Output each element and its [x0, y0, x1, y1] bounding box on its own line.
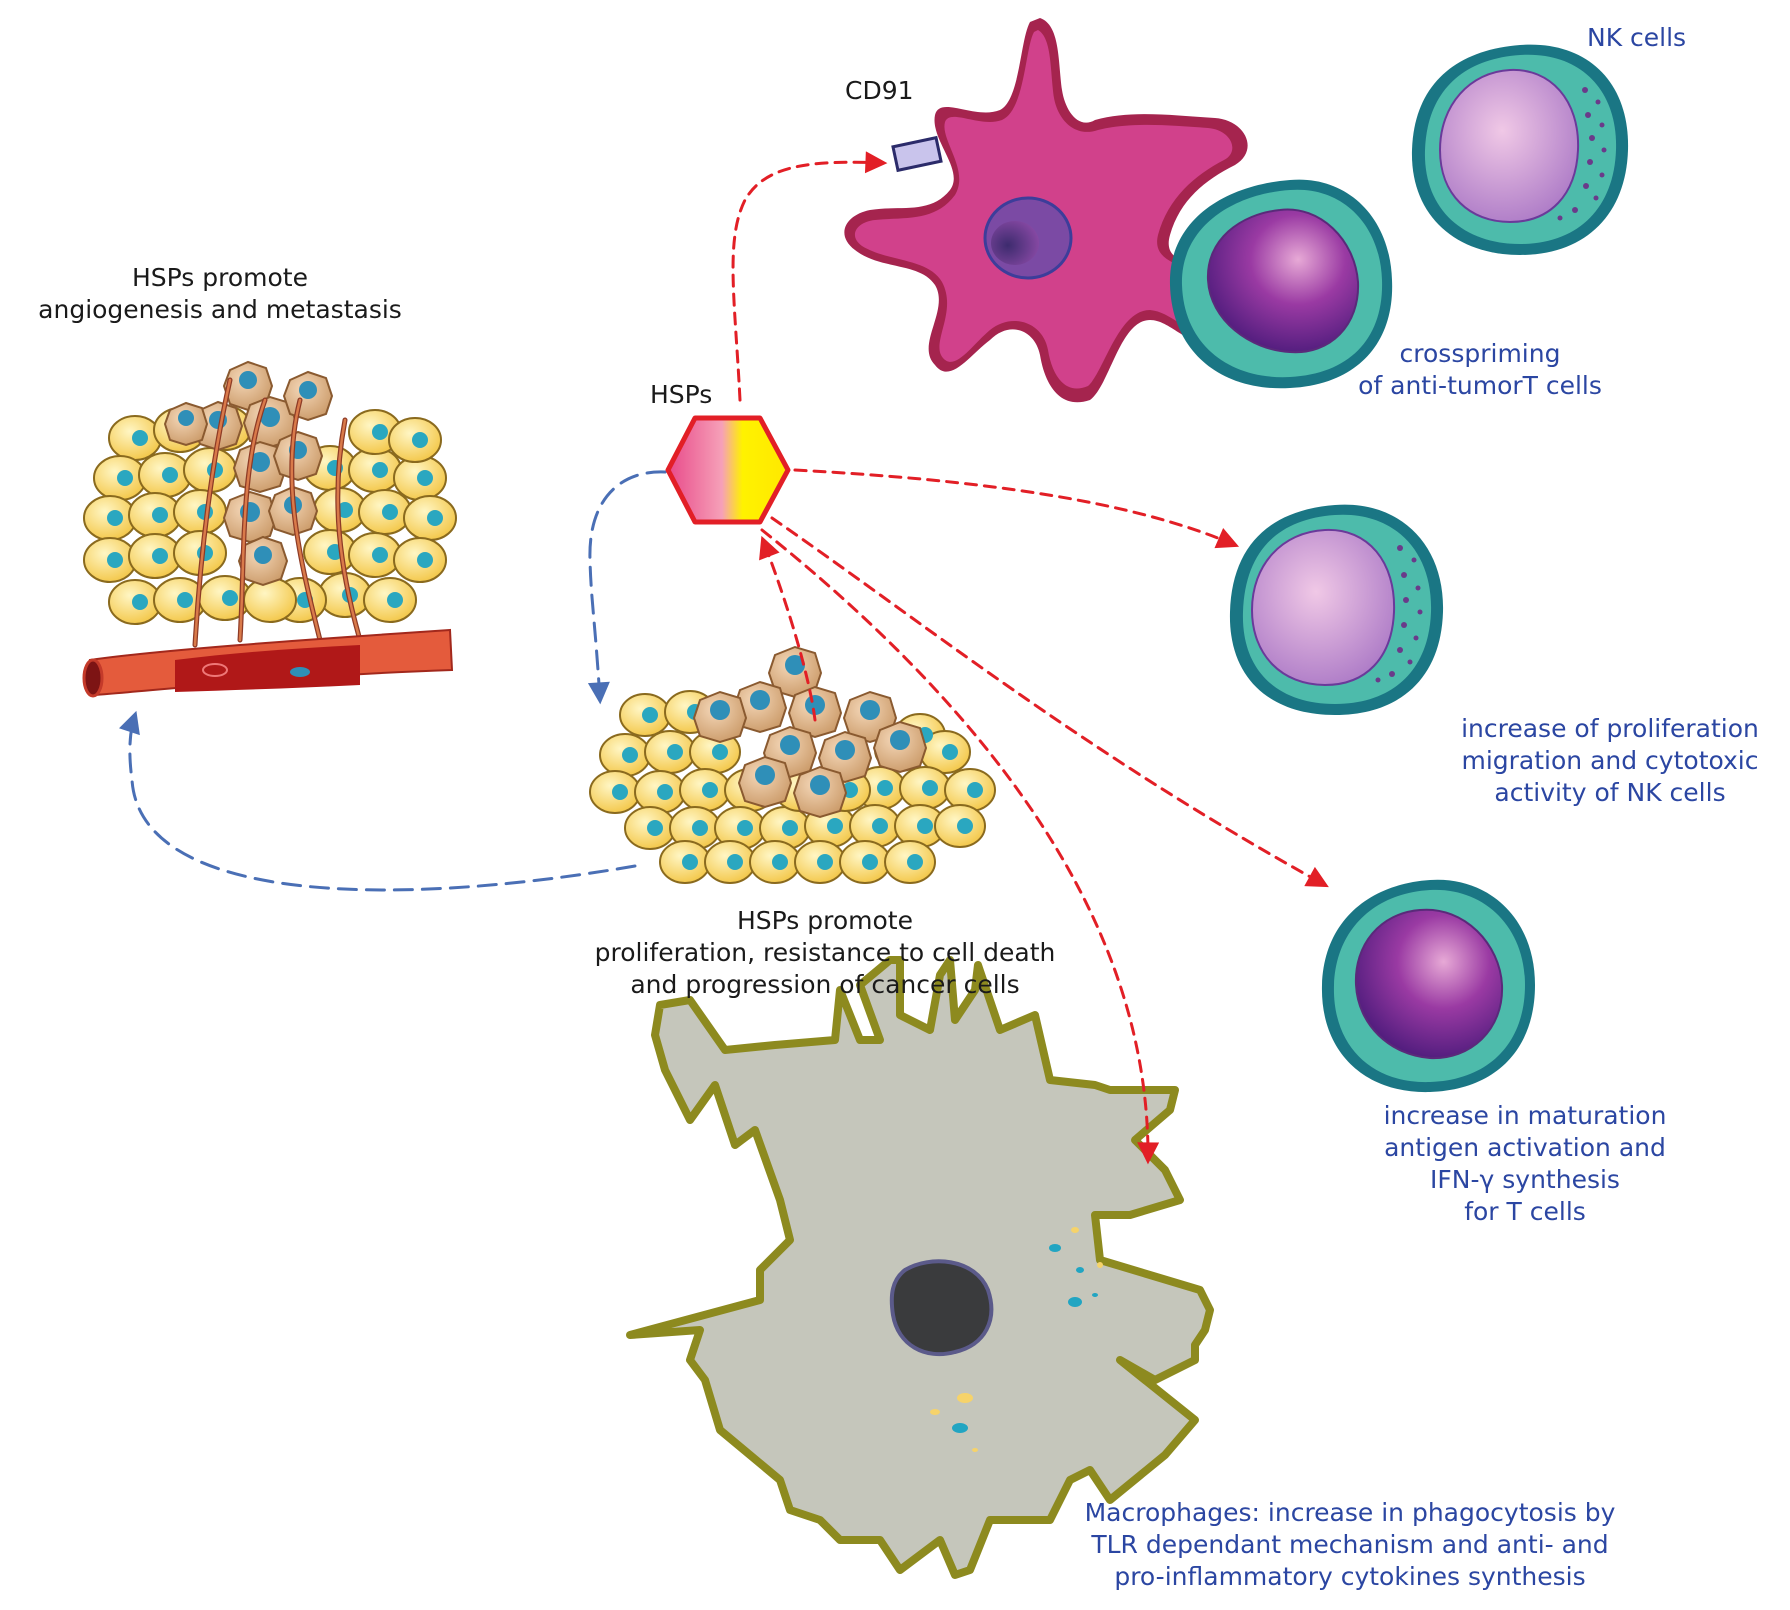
tumor-angiogenesis-icon: [82, 360, 457, 698]
arrow-to-t-cell: [770, 516, 1329, 888]
t-cell-icon: [1169, 179, 1393, 389]
arrow-to-tumor-mass: [119, 710, 637, 892]
blue-arrows: [119, 470, 667, 892]
arrow-to-macrophage: [760, 528, 1160, 1165]
arrow-from-cancer-cells: [759, 535, 817, 722]
crosspriming-caption-line: crosspriming: [1399, 339, 1561, 368]
macrophage-caption-line: TLR dependant mechanism and anti- and: [1091, 1530, 1609, 1559]
proliferation-caption-line: and progression of cancer cells: [630, 970, 1020, 999]
t-cell-caption: increase in maturation antigen activatio…: [1355, 1100, 1695, 1228]
nk-activity-caption: increase of proliferation migration and …: [1430, 713, 1790, 809]
macrophage-caption-line: pro-inflammatory cytokines synthesis: [1114, 1562, 1586, 1591]
arrow-to-nk-cell: [793, 468, 1240, 549]
nk-activity-caption-line: increase of proliferation: [1461, 714, 1759, 743]
cd91-label: CD91: [845, 76, 914, 105]
angiogenesis-caption: HSPs promote angiogenesis and metastasis: [10, 262, 430, 326]
macrophage-icon: [626, 956, 1214, 1579]
proliferation-caption-line: HSPs promote: [736, 906, 913, 935]
nk-cell-icon: [1411, 44, 1629, 256]
crosspriming-caption: crosspriming of anti-tumorT cells: [1330, 338, 1630, 402]
arrow-to-cancer-cells: [587, 470, 667, 705]
macrophage-caption-line: Macrophages: increase in phagocytosis by: [1084, 1498, 1616, 1527]
cancer-cells-icon: [589, 645, 996, 884]
angiogenesis-caption-line: HSPs promote: [131, 263, 308, 292]
t-cell-caption-line: antigen activation and: [1384, 1133, 1666, 1162]
angiogenesis-caption-line: angiogenesis and metastasis: [38, 295, 402, 324]
proliferation-caption: HSPs promote proliferation, resistance t…: [565, 905, 1085, 1001]
red-arrows: [731, 151, 1329, 1165]
hsps-label: HSPs: [650, 380, 713, 409]
nk-activity-caption-line: activity of NK cells: [1494, 778, 1726, 807]
arrow-to-dendritic-cell: [731, 151, 888, 402]
macrophage-caption: Macrophages: increase in phagocytosis by…: [1040, 1497, 1660, 1593]
nk-activity-caption-line: migration and cytotoxic: [1461, 746, 1759, 775]
proliferation-caption-line: proliferation, resistance to cell death: [594, 938, 1056, 967]
t-cell-activated-icon: [1321, 879, 1535, 1093]
t-cell-caption-line: IFN-γ synthesis: [1430, 1165, 1620, 1194]
nk-cells-label: NK cells: [1587, 23, 1687, 52]
hsp-hexagon-icon: [665, 415, 791, 525]
crosspriming-caption-line: of anti-tumorT cells: [1358, 371, 1602, 400]
t-cell-caption-line: increase in maturation: [1383, 1101, 1667, 1130]
dendritic-cell-icon: [844, 18, 1248, 403]
nk-cell-activated-icon: [1229, 504, 1444, 715]
t-cell-caption-line: for T cells: [1464, 1197, 1586, 1226]
